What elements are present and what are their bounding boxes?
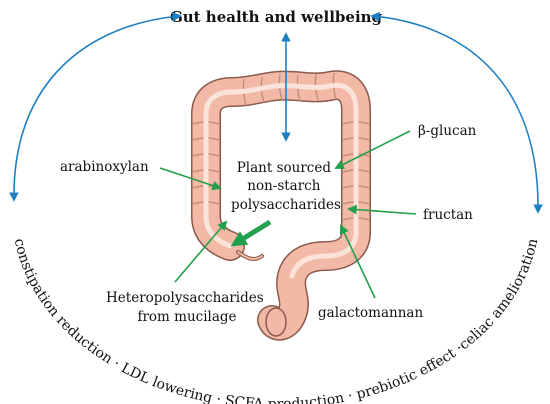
main-green-arrow [230,219,272,247]
label-mucilage-line-2: from mucilage [137,309,236,325]
title: Gut health and wellbeing [170,8,383,26]
center-label-line-2: non-starch [247,178,320,194]
center-label-line-1: Plant sourced [237,160,332,176]
center-label: Plant sourced non-starch polysaccharides [231,160,341,213]
arrow-galactomannan [339,224,376,299]
colon-lumen [203,82,359,279]
left-curved-arrow [9,11,182,202]
label-mucilage: Heteropolysaccharides from mucilage [106,290,268,325]
label-arabinoxylan: arabinoxylan [60,159,149,175]
arrow-arabinoxylan [159,167,222,191]
label-beta-glucan: β-glucan [418,123,477,139]
right-curved-arrow [370,11,543,214]
arrow-fructan [347,204,417,215]
arrow-mucilage [174,220,228,283]
colon-illustration [191,70,371,341]
label-galactomannan: galactomannan [318,305,423,321]
arrow-beta-glucan [334,130,411,169]
label-mucilage-line-1: Heteropolysaccharides [106,290,264,306]
label-fructan: fructan [423,207,473,223]
center-label-line-3: polysaccharides [231,197,341,213]
rectum [265,307,287,337]
